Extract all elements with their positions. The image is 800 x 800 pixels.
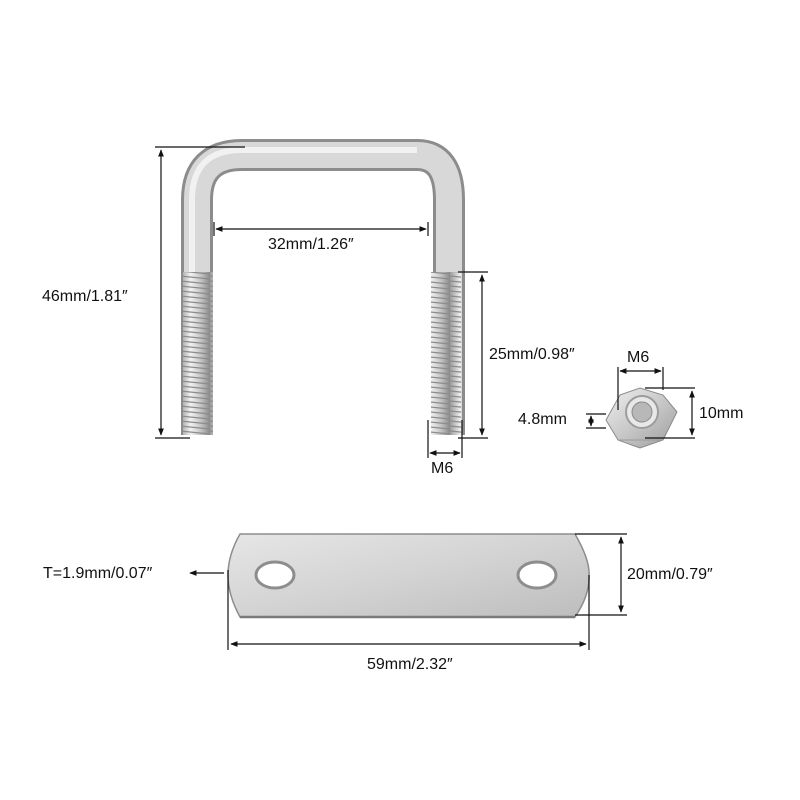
plate-width-label: 20mm/0.79″ bbox=[627, 566, 713, 583]
plate-length-label: 59mm/2.32″ bbox=[367, 656, 453, 673]
plate-thickness-label: T=1.9mm/0.07″ bbox=[43, 565, 153, 582]
nut-thickness-label: 4.8mm bbox=[518, 411, 567, 428]
nut-dimensions bbox=[586, 367, 695, 439]
ubolt-dimensions bbox=[155, 146, 488, 458]
ubolt-thread-size-label: M6 bbox=[431, 460, 454, 477]
ubolt-inner-width-label: 32mm/1.26″ bbox=[268, 236, 354, 253]
ubolt-thread-length-label: 25mm/0.98″ bbox=[489, 346, 575, 363]
nut-width-label: 10mm bbox=[699, 405, 744, 422]
plate bbox=[227, 533, 590, 619]
hex-nut bbox=[605, 387, 678, 449]
u-bolt bbox=[181, 139, 465, 435]
nut-thread-size-label: M6 bbox=[627, 349, 650, 366]
plate-dimensions bbox=[189, 533, 627, 650]
ubolt-height-label: 46mm/1.81″ bbox=[42, 288, 128, 305]
